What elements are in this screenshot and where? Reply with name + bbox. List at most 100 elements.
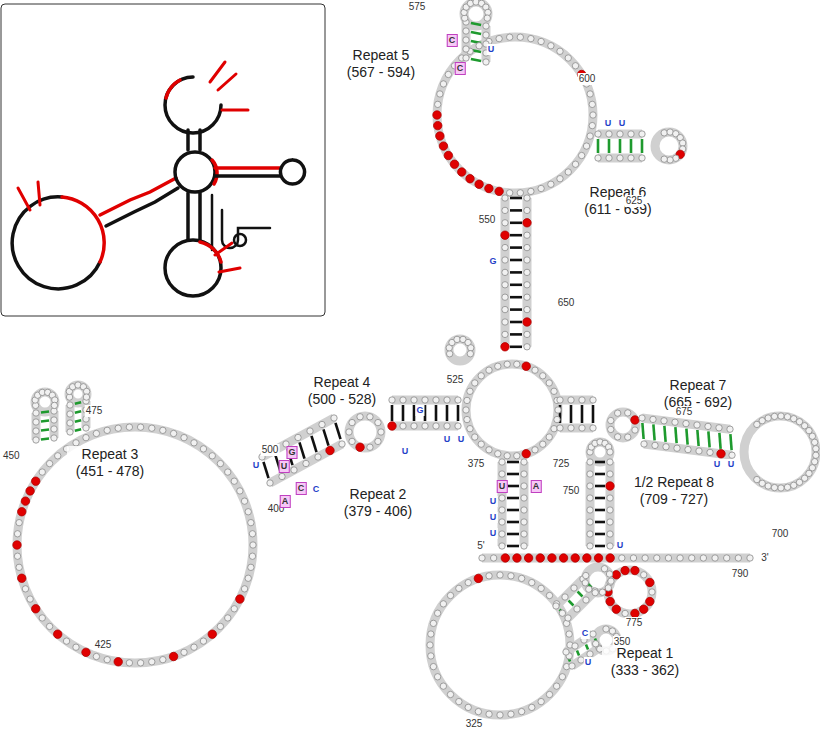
nucleotide (694, 422, 700, 428)
base-pair (299, 442, 304, 458)
nucleotide (499, 531, 505, 537)
nucleotide (411, 397, 417, 403)
nucleotide (607, 449, 613, 455)
nucleotide (723, 555, 729, 561)
nucleotide (553, 683, 559, 689)
variable-nucleotide (631, 416, 639, 424)
base-pair (595, 473, 605, 476)
nucleotide (434, 610, 440, 616)
nucleotide (707, 449, 713, 455)
nucleotide (430, 620, 436, 626)
nucleotide (160, 427, 166, 433)
base-letter: A (280, 495, 291, 508)
nucleotide (548, 181, 554, 187)
repeat-label: Repeat 4 (500 - 528) (299, 374, 385, 408)
base-pair (335, 423, 340, 439)
base-pair (570, 405, 573, 423)
base-pair (595, 533, 605, 536)
base-pair (507, 473, 519, 476)
nucleotide (589, 101, 595, 107)
nucleotide (209, 453, 215, 459)
nucleotide (200, 446, 206, 452)
loop-outline (17, 427, 253, 663)
nucleotide (55, 453, 61, 459)
nucleotide (661, 418, 667, 424)
base-pair (730, 434, 731, 450)
nucleotide (583, 143, 589, 149)
nucleotide (464, 416, 470, 422)
nucleotide (608, 417, 614, 423)
nucleotide (467, 351, 473, 357)
nucleotide (506, 34, 512, 40)
nucleotide (249, 553, 255, 559)
variable-nucleotide (434, 121, 442, 129)
base-pair (507, 533, 519, 536)
nucleotide (486, 447, 492, 453)
nucleotide (553, 603, 559, 609)
overview-strand (215, 174, 280, 178)
nucleotide (562, 594, 568, 600)
nucleotide (813, 446, 819, 452)
nucleotide (625, 434, 631, 440)
nucleotide (502, 294, 508, 300)
nucleotide (628, 155, 634, 161)
nucleotide (590, 397, 596, 403)
position-number: 790 (731, 568, 750, 580)
nucleotide (16, 564, 22, 570)
base-letter: C (296, 482, 307, 495)
nucleotide (126, 424, 132, 430)
nucleotide (574, 606, 580, 612)
base-pair (510, 333, 522, 336)
base-pair (719, 433, 720, 449)
variable-nucleotide (612, 605, 620, 613)
strand-outline (598, 130, 642, 139)
nucleotide (367, 414, 373, 420)
nucleotide (639, 415, 645, 421)
nucleotide (551, 388, 557, 394)
base-pair (507, 497, 519, 500)
nucleotide (524, 282, 530, 288)
nucleotide (502, 269, 508, 275)
nucleotide (504, 361, 510, 367)
nucleotide (375, 419, 381, 425)
nucleotide (14, 553, 20, 559)
nucleotide (811, 458, 817, 464)
overview-strand (212, 195, 270, 250)
base-pair (41, 410, 49, 413)
nucleotide (149, 659, 155, 665)
nucleotide (346, 429, 352, 435)
overview-strand (281, 160, 305, 184)
base-pair (641, 139, 644, 153)
position-number: 750 (562, 485, 581, 497)
repeat-label: Repeat 1 (333 - 362) (602, 645, 688, 679)
nucleotide (467, 388, 473, 394)
strand-outline (598, 154, 642, 163)
base-pair (323, 429, 328, 445)
nucleotide (765, 415, 771, 421)
nucleotide (771, 484, 777, 490)
nucleotide (521, 507, 527, 513)
nucleotide (411, 423, 417, 429)
base-pair (471, 59, 481, 61)
nucleotide (67, 411, 73, 417)
nucleotide (609, 628, 615, 634)
nucleotide (557, 48, 563, 54)
variable-nucleotide (583, 554, 591, 562)
nucleotide (632, 427, 638, 433)
position-number: 500 (261, 444, 280, 456)
base-pair (510, 308, 522, 311)
nucleotide (504, 453, 510, 459)
variable-nucleotide (439, 142, 447, 150)
nucleotide (674, 445, 680, 451)
strand-outline (482, 554, 750, 563)
nucleotide (641, 441, 647, 447)
nucleotide (622, 610, 628, 616)
nucleotide (639, 131, 645, 137)
base-pair (510, 234, 522, 237)
nucleotide (170, 430, 176, 436)
nucleotide (181, 649, 187, 655)
nucleotide (490, 555, 496, 561)
nucleotide (16, 519, 22, 525)
nucleotide (400, 397, 406, 403)
base-pair (471, 32, 481, 34)
